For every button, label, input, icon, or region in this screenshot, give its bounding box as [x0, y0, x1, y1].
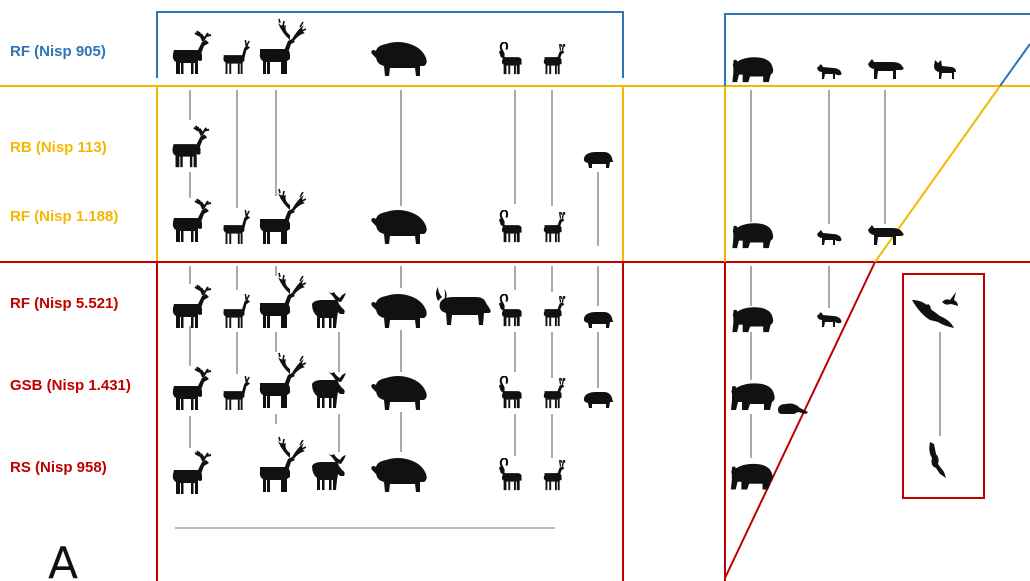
boar-icon — [583, 312, 613, 328]
fox-icon — [817, 64, 842, 79]
giant-deer-icon — [258, 272, 306, 329]
chamois-icon — [543, 459, 566, 491]
roe-deer-icon — [222, 375, 251, 411]
ibex-icon — [497, 294, 523, 328]
bear-icon — [732, 223, 774, 249]
giant-deer-icon — [258, 18, 306, 75]
row-label-rf-905: RF (Nisp 905) — [10, 43, 106, 60]
connector-lines — [189, 90, 941, 458]
red-deer-icon — [171, 366, 212, 411]
boar-icon — [583, 152, 613, 168]
row-labels: RF (Nisp 905) RB (Nisp 113) RF (Nisp 1.1… — [10, 43, 131, 476]
red-deer-icon — [171, 284, 212, 329]
bison-icon — [371, 42, 427, 76]
moose-icon — [312, 372, 346, 408]
wildcat-icon — [934, 60, 956, 79]
beaver-icon — [778, 403, 808, 414]
moose-icon — [312, 292, 346, 328]
giant-deer-icon — [258, 352, 306, 409]
chamois-icon — [543, 211, 566, 243]
bear-icon — [732, 57, 774, 83]
silhouettes — [171, 18, 958, 495]
ibex-icon — [497, 458, 523, 492]
frame-lines — [0, 11, 1030, 581]
wolf-icon — [868, 59, 904, 79]
chamois-icon — [543, 295, 566, 327]
bison-icon — [371, 376, 427, 410]
red-deer-icon — [171, 124, 211, 169]
moose-icon — [312, 454, 346, 490]
row-label-rf-1188: RF (Nisp 1.188) — [10, 208, 118, 225]
chamois-icon — [543, 43, 566, 75]
chamois-icon — [543, 377, 566, 409]
ibex-icon — [497, 376, 523, 410]
panel-letter: A — [48, 538, 78, 581]
bison-icon — [371, 458, 427, 492]
row-label-rb-113: RB (Nisp 113) — [10, 139, 107, 156]
bear-icon — [730, 463, 773, 490]
boar-icon — [583, 392, 613, 408]
row-label-gsb-1431: GSB (Nisp 1.431) — [10, 377, 131, 394]
fox-icon — [817, 230, 842, 245]
ibex-icon — [497, 210, 523, 244]
red-deer-icon — [171, 450, 212, 495]
bear-icon — [731, 383, 775, 410]
red-deer-icon — [171, 30, 212, 75]
roe-deer-icon — [222, 293, 251, 329]
fox-icon — [817, 312, 842, 327]
ibex-icon — [497, 42, 523, 76]
bison-icon — [371, 210, 427, 244]
giant-deer-icon — [258, 436, 306, 493]
bison-icon — [371, 294, 427, 328]
roe-deer-icon — [222, 39, 251, 75]
row-label-rf-5521: RF (Nisp 5.521) — [10, 295, 118, 312]
giant-deer-icon — [258, 188, 306, 245]
roe-deer-icon — [222, 209, 251, 245]
raven-icon — [942, 292, 958, 306]
bear-icon — [732, 307, 774, 333]
aurochs-icon — [436, 287, 491, 325]
eagle-icon — [929, 442, 946, 478]
red-deer-icon — [171, 198, 212, 243]
row-label-rs-958: RS (Nisp 958) — [10, 459, 107, 476]
